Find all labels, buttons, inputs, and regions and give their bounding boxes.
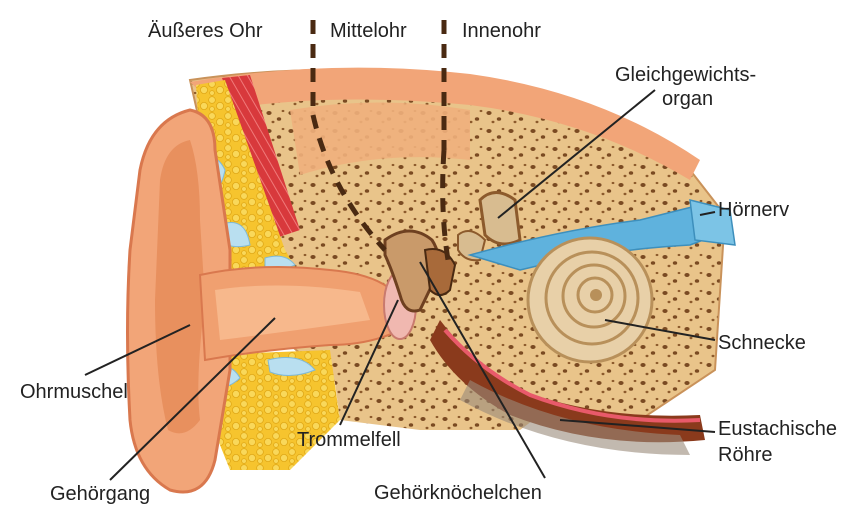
label-tube-line2: Röhre xyxy=(718,443,772,467)
vestibular-shape xyxy=(480,193,520,245)
region-label-outer: Äußeres Ohr xyxy=(148,19,262,43)
region-label-middle: Mittelohr xyxy=(330,19,407,43)
cochlea-shape xyxy=(528,238,652,362)
label-vestibular-line2: organ xyxy=(662,87,713,111)
label-vestibular-line1: Gleichgewichts- xyxy=(615,63,756,87)
label-ossicles: Gehörknöchelchen xyxy=(374,481,542,505)
label-tube-line1: Eustachische xyxy=(718,417,837,441)
label-pinna: Ohrmuschel xyxy=(20,380,128,404)
region-label-inner: Innenohr xyxy=(462,19,541,43)
label-nerve: Hörnerv xyxy=(718,198,789,222)
label-eardrum: Trommelfell xyxy=(297,428,401,452)
label-cochlea: Schnecke xyxy=(718,331,806,355)
label-canal: Gehörgang xyxy=(50,482,150,506)
pinna-fold xyxy=(155,140,205,433)
